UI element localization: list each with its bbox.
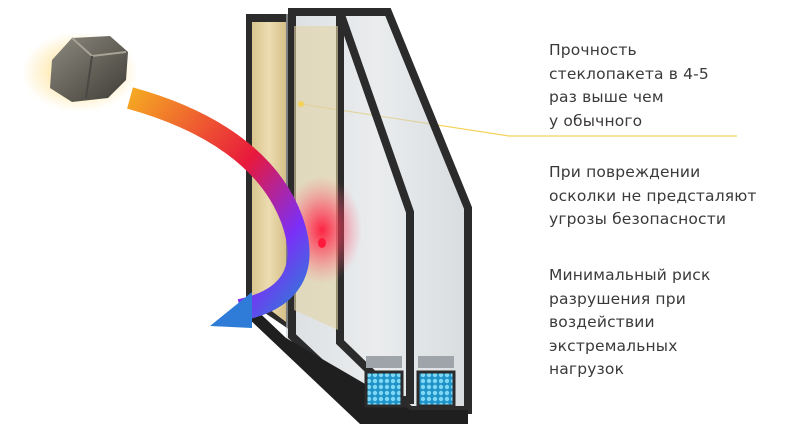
caption-strength-line: раз выше чем	[549, 88, 664, 106]
pointer-dot	[298, 101, 304, 107]
spacer-right	[416, 356, 456, 408]
caption-safety: При повреждении осколки не предсталяют у…	[549, 161, 789, 232]
caption-risk: Минимальный риск разрушения при воздейст…	[549, 264, 789, 382]
caption-safety-line: угрозы безопасности	[549, 210, 727, 228]
spacer-left	[364, 356, 404, 408]
caption-safety-line: При повреждении	[549, 163, 701, 181]
impact-arrow-icon	[127, 87, 310, 328]
caption-strength-line: стеклопакета в 4-5	[549, 64, 709, 83]
rock-icon	[22, 32, 138, 112]
caption-strength-line: у обычного	[549, 111, 643, 130]
caption-strength: Прочность стеклопакета в 4-5 раз выше че…	[549, 39, 789, 133]
caption-risk-line: Минимальный риск	[549, 266, 711, 284]
caption-safety-line: осколки не предсталяют	[549, 186, 757, 205]
caption-risk-line: разрушения при	[549, 289, 686, 308]
caption-risk-line: экстремальных	[549, 336, 678, 355]
caption-risk-line: воздействии	[549, 313, 655, 331]
caption-risk-line: нагрузок	[549, 360, 625, 378]
caption-strength-line: Прочность	[549, 41, 637, 59]
